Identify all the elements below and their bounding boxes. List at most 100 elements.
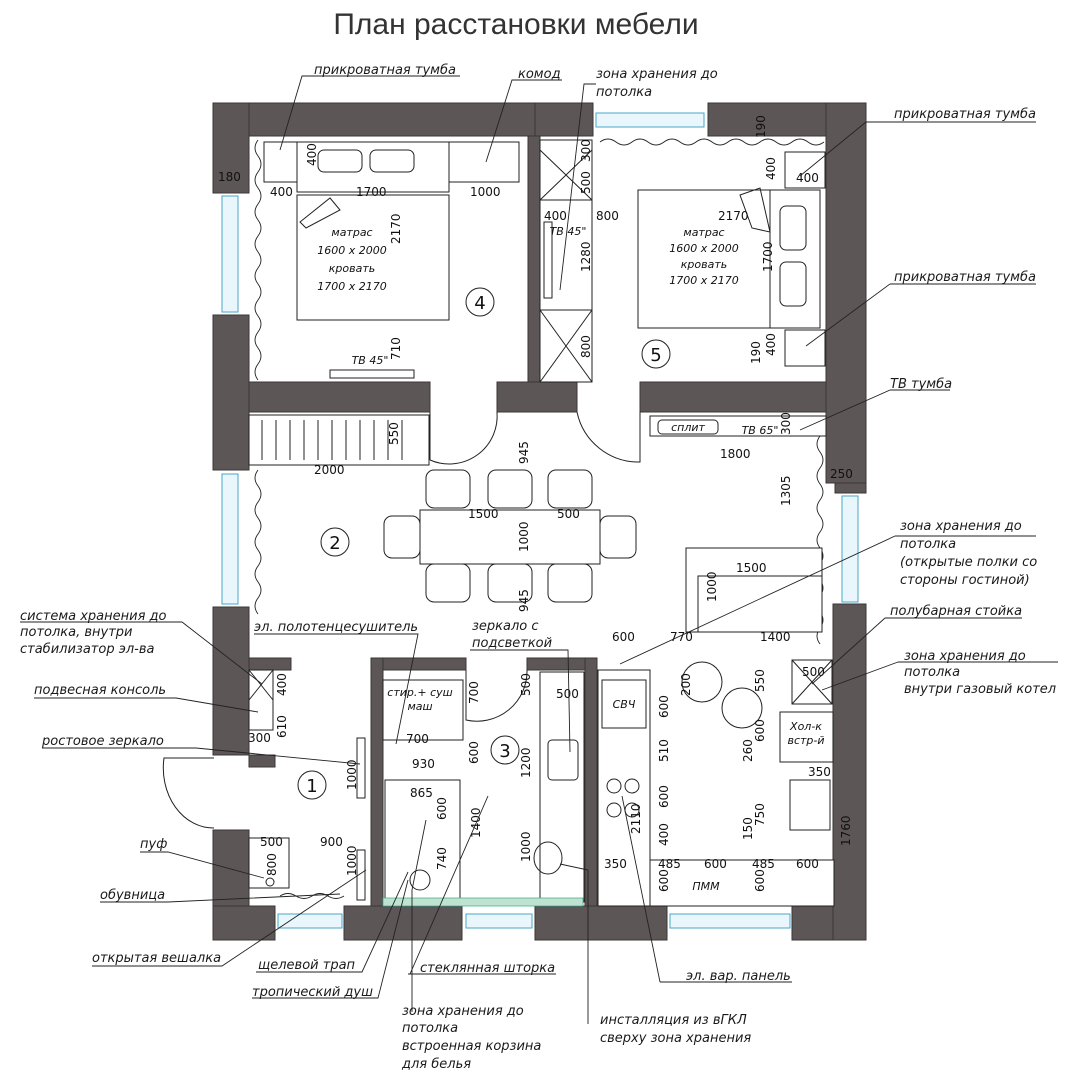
pillow-5a [779,205,807,251]
bath-storage [539,671,585,903]
callout-bar-counter: полубарная стойка [890,604,1022,619]
callout-shower: тропический душ [252,985,373,1000]
storage-5-cross [539,149,593,201]
dim: 610 [275,715,289,738]
leader-hob [621,795,792,983]
dim: 485 [752,857,775,871]
dim: 700 [467,681,481,704]
dim: 1200 [519,747,533,778]
dim: 500 [802,665,825,679]
dim: 500 [260,835,283,849]
dim: 2170 [389,213,403,244]
tv-living-label: ТВ 65" [742,424,779,437]
wall-right-2 [832,603,867,941]
callout-basket-4: для белья [401,1057,471,1072]
door-bath [465,669,528,722]
room-5-marker [641,339,671,369]
dim: 600 [467,741,481,764]
dim: 2110 [629,803,643,834]
dim: 1000 [470,185,501,199]
dim: 400 [764,157,778,180]
chair [487,469,533,509]
split-label: сплит [671,421,705,434]
dim: 300 [779,412,793,435]
dining-chairs [383,469,637,603]
dim: 945 [517,589,531,612]
dim: 250 [830,467,853,481]
dim: 930 [412,757,435,771]
dim: 500 [557,507,580,521]
wall-left-1 [212,102,250,194]
callout-bedside-4: прикроватная тумба [314,63,456,78]
washer-label-2: маш [407,700,432,713]
bed4-label-3: кровать [329,262,375,275]
fridge-label-2: встр-й [787,734,824,747]
leader-bedside-5a [799,121,1036,177]
chair [425,563,471,603]
leader-basket [411,819,427,1012]
callout-storage-top-2: потолка [596,85,652,100]
microwave [601,679,647,729]
blanket-4 [299,197,341,229]
dim: 600 [657,869,671,892]
dim: 1000 [705,571,719,602]
room-5-number: 5 [650,345,661,366]
callout-towel: эл. полотенцесушитель [254,620,418,635]
wall-bed4-bottom [248,381,431,413]
bed4-label-1: матрас [331,226,372,239]
dim: 1000 [345,845,359,876]
bed5-label-2: 1600 х 2000 [669,242,739,255]
wall-hall-1 [248,657,292,671]
dishwasher-label: ПММ [692,880,720,893]
wall-left-3 [212,606,250,756]
dim: 800 [596,209,619,223]
callout-sys-1: система хранения до [20,609,167,624]
storage-system-cross [248,669,274,701]
leader-lines [20,75,1058,1024]
dim: 600 [796,857,819,871]
callout-open-1: зона хранения до [900,519,1022,534]
kitchen-bottom-run [649,859,835,907]
hob-1 [606,778,622,794]
dim: 600 [612,630,635,644]
bed-4 [296,194,450,321]
callout-storage-top-1: зона хранения до [596,67,718,82]
tv-5 [543,221,553,299]
dim: 1280 [579,241,593,272]
dim: 1400 [760,630,791,644]
dim: 865 [410,786,433,800]
room-2-marker [320,527,350,557]
door-bed4 [429,411,498,465]
dim: 1760 [839,815,853,846]
bed-5 [637,189,771,329]
callout-open-3: (открытые полки со [900,555,1037,570]
mirror-full [356,737,366,799]
leader-mirror [470,649,571,753]
bed5-label-3: кровать [681,258,727,271]
leader-sys [20,621,263,685]
leader-shoe [100,893,341,903]
wall-bottom-1 [212,905,276,941]
fridge-label-1: Хол-к [789,720,822,733]
pillow-5b [779,261,807,307]
dim: 180 [218,170,241,184]
bed5-label-1: матрас [683,226,724,239]
microwave-label: СВЧ [613,698,636,711]
pillow-4a [317,149,363,173]
callout-open-2: потолка [900,537,956,552]
dim: 300 [248,731,271,745]
window-top [595,112,705,128]
storage-system [248,669,274,731]
dim: 600 [657,785,671,808]
leader-dresser [485,79,562,163]
dim: 500 [556,687,579,701]
window-bottom-1 [277,913,343,929]
dim: 1000 [345,759,359,790]
dim: 710 [389,337,403,360]
dim: 740 [435,847,449,870]
washer-dryer [382,679,464,741]
callout-install-2: сверху зона хранения [600,1031,751,1046]
split-unit [657,419,719,435]
chair [383,515,421,559]
living-room: сплит ТВ 65" 2 [248,414,827,633]
